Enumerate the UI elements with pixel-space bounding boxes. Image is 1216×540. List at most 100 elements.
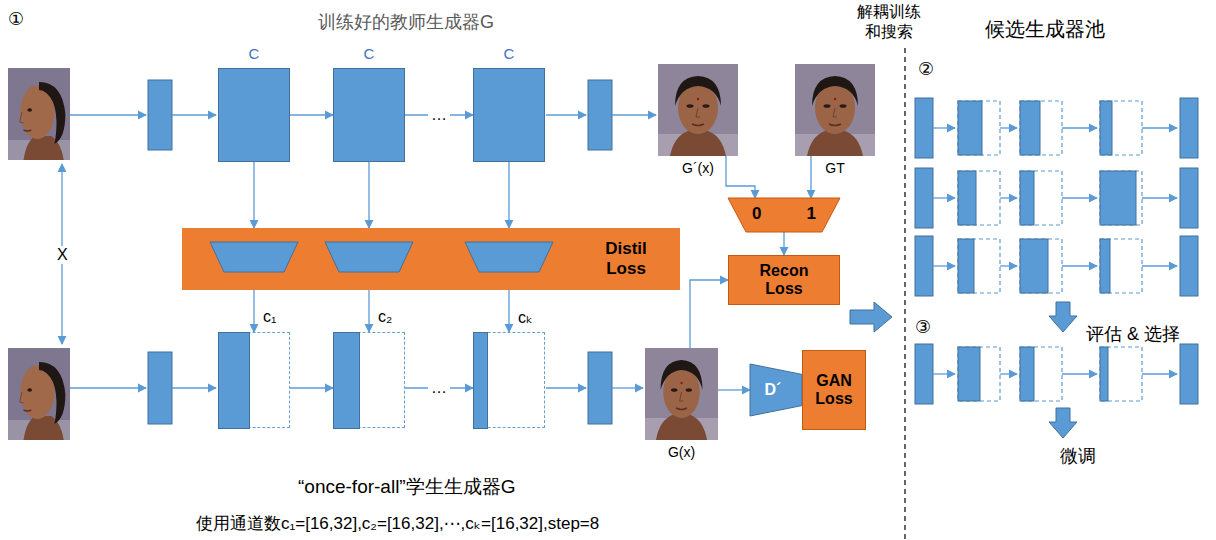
- student-block: cₖ: [473, 332, 545, 428]
- distil-loss-band: Distil Loss: [182, 228, 680, 290]
- rect-shape: [1020, 239, 1048, 293]
- line-shape: [546, 387, 586, 388]
- node-text: C: [209, 45, 299, 62]
- callout-number: ③: [915, 316, 931, 338]
- output-image: G´(x): [658, 64, 738, 156]
- connector: [783, 232, 784, 255]
- rect-shape: [958, 347, 980, 401]
- step-label: 评估 & 选择: [1086, 322, 1180, 346]
- distil-trapezoid: [210, 242, 298, 272]
- node-text: c₁: [263, 308, 276, 326]
- teacher-block: C: [218, 68, 290, 162]
- connector: [290, 114, 333, 115]
- rect-shape: [1180, 168, 1198, 228]
- node-text: C: [464, 45, 554, 62]
- line-shape: [933, 127, 955, 128]
- node-text: C: [324, 45, 414, 62]
- line-shape: [612, 387, 643, 388]
- node-text: GAN Loss: [803, 372, 865, 409]
- filled-channels: [218, 332, 250, 429]
- line-shape: [1000, 373, 1017, 374]
- selector-trapezoid: [728, 198, 840, 232]
- rect-shape: [1100, 239, 1142, 293]
- rect-shape: [1180, 98, 1198, 158]
- input-face: [8, 348, 70, 440]
- line-shape: [1000, 127, 1017, 128]
- ground-truth-face: [795, 64, 875, 156]
- rect-shape: [588, 352, 612, 424]
- connector: [508, 162, 509, 228]
- rect-shape: [915, 98, 933, 158]
- distil-trapezoids: [182, 228, 680, 290]
- line-shape: [933, 197, 955, 198]
- stage-title: 解耦训练和搜索: [854, 2, 924, 42]
- node-text: G(x): [615, 444, 748, 460]
- rect-shape: [1020, 239, 1062, 293]
- input-face: [8, 68, 70, 160]
- rect-shape: [588, 80, 612, 150]
- rect-shape: [915, 344, 933, 404]
- ground-truth-image: GT: [795, 64, 875, 156]
- callout-number: ①: [8, 8, 24, 30]
- pool-title: 候选生成器池: [985, 16, 1105, 43]
- line-shape: [933, 373, 955, 374]
- edge-label: …: [428, 106, 450, 124]
- rect-shape: [958, 101, 982, 155]
- connector: [508, 290, 509, 332]
- connector: [290, 387, 333, 388]
- distil-trapezoid: [325, 242, 413, 272]
- node-text: Distil Loss: [584, 239, 668, 278]
- rect-shape: [1020, 171, 1062, 225]
- line-shape: [1000, 265, 1017, 266]
- rect-shape: [958, 239, 974, 293]
- rect-shape: [1020, 171, 1034, 225]
- line-shape: [1062, 127, 1097, 128]
- connector: [368, 290, 369, 332]
- channel-note: 使用通道数c₁=[16,32],c₂=[16,32],⋯,cₖ=[16,32],…: [196, 512, 599, 535]
- rect-shape: [1180, 344, 1198, 404]
- node-text: 0: [752, 204, 761, 224]
- gan-loss-box: GAN Loss: [802, 350, 866, 430]
- rect-shape: [958, 171, 1000, 225]
- node-text: G´(x): [628, 160, 768, 176]
- line-shape: [70, 387, 146, 388]
- down-arrow: [1049, 302, 1077, 332]
- student-block: c₁: [218, 332, 290, 428]
- connector: [726, 156, 755, 198]
- down-arrow: [1049, 408, 1077, 438]
- line-shape: [1142, 373, 1177, 374]
- rect-shape: [958, 101, 1000, 155]
- rect-shape: [148, 80, 172, 150]
- line-shape: [70, 114, 146, 115]
- rect-shape: [1020, 101, 1062, 155]
- callout-number: ②: [918, 58, 934, 80]
- filled-channels: [333, 332, 360, 429]
- line-shape: [1062, 265, 1097, 266]
- node-text: 1: [807, 204, 816, 224]
- selector: 01: [728, 198, 840, 232]
- teacher-block: C: [473, 68, 545, 162]
- node-text: GT: [765, 160, 905, 176]
- rect-shape: [958, 171, 976, 225]
- line-shape: [1142, 265, 1177, 266]
- selector-shape: [728, 198, 840, 232]
- rect-shape: [1100, 171, 1142, 225]
- candidate-row: [915, 98, 1198, 158]
- connector: [253, 162, 254, 228]
- line-shape: [1000, 197, 1017, 198]
- node-text: D´: [750, 381, 796, 399]
- rect-shape: [915, 168, 933, 228]
- rect-shape: [1020, 347, 1062, 401]
- selected-row: [915, 344, 1198, 404]
- rect-shape: [1100, 101, 1112, 155]
- line-shape: [172, 387, 216, 388]
- student-output-image: G(x): [645, 348, 718, 440]
- line-shape: [172, 114, 216, 115]
- discriminator: D´: [750, 364, 802, 416]
- line-shape: [1062, 197, 1097, 198]
- connector: [810, 156, 811, 198]
- teacher-title: 训练好的教师生成器G: [318, 10, 494, 34]
- rect-shape: [148, 352, 172, 424]
- divider: [904, 48, 905, 540]
